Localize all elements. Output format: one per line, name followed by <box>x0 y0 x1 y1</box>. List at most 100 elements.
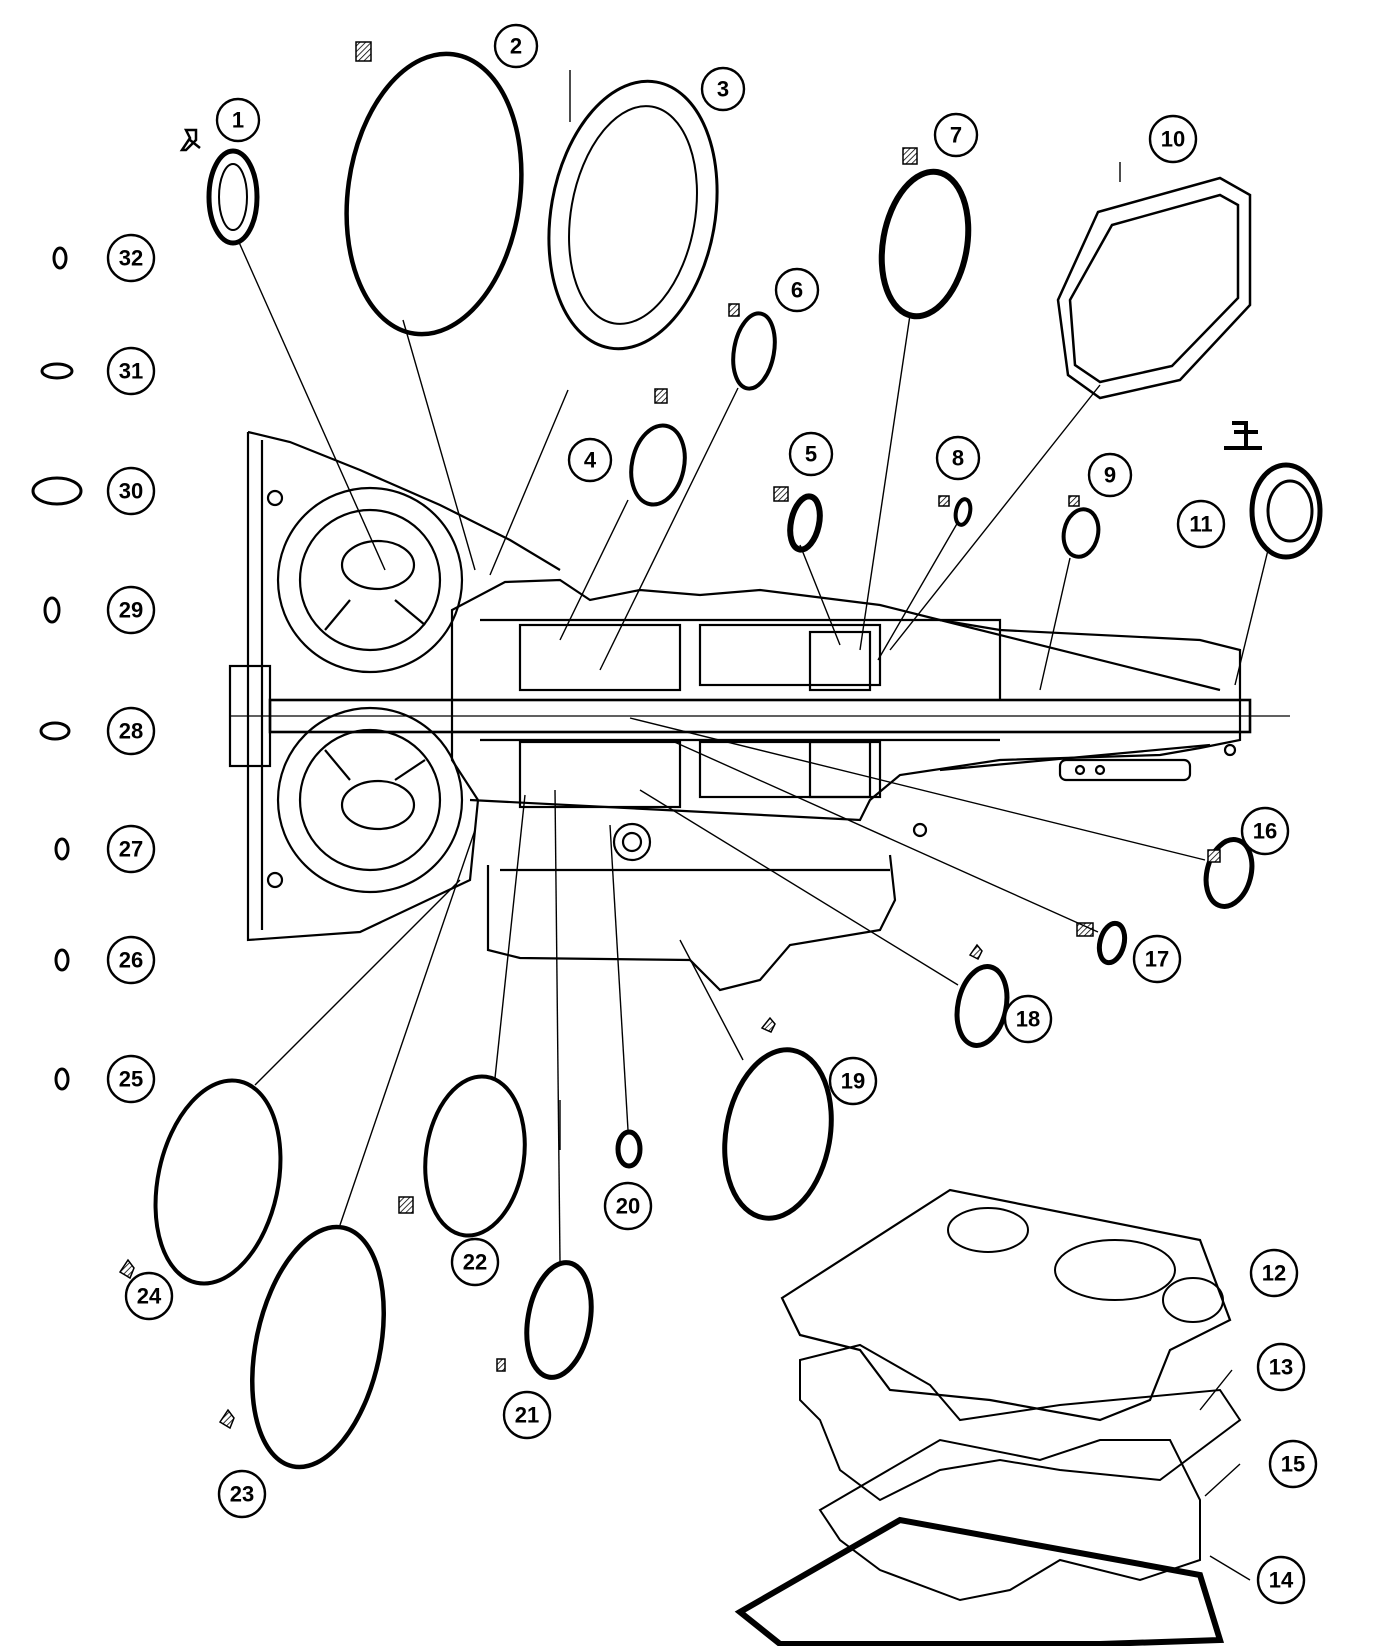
part-23-seal-ring <box>250 1224 386 1470</box>
part-6-seal-ring <box>731 311 777 391</box>
callout-label: 28 <box>119 719 143 744</box>
callout-24: 24 <box>124 1271 174 1321</box>
callout-18: 18 <box>1003 994 1053 1044</box>
lubricant-icon <box>218 1408 235 1430</box>
sealant-icon <box>938 495 950 507</box>
part-14-transfer-plate <box>818 1438 1201 1602</box>
callouts: 1 2 3 4 5 6 7 8 9 10 11 12 13 14 15 16 1… <box>106 23 1318 1605</box>
callout-label: 32 <box>119 246 143 271</box>
callout-label: 21 <box>515 1403 539 1428</box>
part-27-o-ring <box>54 837 70 861</box>
sealant-icon <box>728 303 740 317</box>
sealant-icon <box>1076 922 1094 937</box>
part-13-gasket-plate <box>799 1343 1242 1502</box>
callout-label: 7 <box>950 123 962 148</box>
symbols <box>118 41 1262 1430</box>
plate-hole <box>947 1207 1029 1253</box>
part-5-seal-ring <box>787 493 823 553</box>
leader-lines <box>237 70 1269 1581</box>
callout-label: 4 <box>584 448 597 473</box>
callout-label: 29 <box>119 598 143 623</box>
part-4-seal-ring <box>629 423 687 507</box>
part-10-gasket <box>1056 176 1252 400</box>
callout-label: 31 <box>119 359 143 384</box>
callout-label: 27 <box>119 837 143 862</box>
callout-14: 14 <box>1256 1555 1306 1605</box>
part-16-seal-ring <box>1203 837 1255 909</box>
part-17-seal-ring <box>1096 920 1128 966</box>
sealant-icon <box>902 147 918 165</box>
sealant-icon <box>773 486 789 502</box>
lubricant-icon <box>968 943 983 961</box>
callout-4: 4 <box>567 437 613 483</box>
part-8-seal-ring <box>953 497 973 527</box>
callout-23: 23 <box>217 1469 267 1519</box>
callout-label: 23 <box>230 1482 254 1507</box>
part-18-seal-ring <box>954 964 1010 1048</box>
callout-9: 9 <box>1087 452 1133 498</box>
callout-32: 32 <box>106 233 156 283</box>
part-15-oil-pan-gasket <box>734 1516 1225 1646</box>
seal-tool-icon <box>1224 421 1262 450</box>
callout-19: 19 <box>828 1056 878 1106</box>
part-30-o-ring <box>31 476 83 506</box>
plate-hole <box>1162 1277 1224 1323</box>
plate-hole <box>1054 1239 1176 1301</box>
callout-21: 21 <box>502 1390 552 1440</box>
callout-label: 26 <box>119 948 143 973</box>
callout-3: 3 <box>700 66 746 112</box>
part-29-o-ring <box>43 596 61 624</box>
callout-20: 20 <box>603 1181 653 1231</box>
callout-17: 17 <box>1132 934 1182 984</box>
callout-13: 13 <box>1256 1342 1306 1392</box>
callout-26: 26 <box>106 935 156 985</box>
callout-label: 5 <box>805 442 817 467</box>
part-22-seal-ring <box>423 1074 527 1238</box>
callout-label: 1 <box>232 108 244 133</box>
callout-2: 2 <box>493 23 539 69</box>
part-31-o-ring <box>40 362 74 380</box>
part-2-o-ring <box>344 51 524 337</box>
part-26-o-ring <box>54 948 70 972</box>
callout-label: 18 <box>1016 1007 1040 1032</box>
callout-15: 15 <box>1268 1439 1318 1489</box>
part-11-extension-seal <box>1249 462 1323 560</box>
sealant-icon <box>496 1358 506 1372</box>
part-32-o-ring <box>52 246 68 270</box>
callout-12: 12 <box>1249 1248 1299 1298</box>
part-9-seal-ring <box>1061 507 1101 559</box>
part-25-o-ring <box>54 1067 70 1091</box>
callout-label: 13 <box>1269 1355 1293 1380</box>
callout-29: 29 <box>106 585 156 635</box>
callout-label: 30 <box>119 479 143 504</box>
callout-11: 11 <box>1176 499 1226 549</box>
part-19-seal-ring <box>722 1047 834 1221</box>
callout-label: 20 <box>616 1194 640 1219</box>
callout-label: 25 <box>119 1067 143 1092</box>
parts <box>31 51 1323 1646</box>
callout-27: 27 <box>106 824 156 874</box>
callout-label: 17 <box>1145 947 1169 972</box>
callout-22: 22 <box>450 1237 500 1287</box>
transmission-assembly <box>228 430 1290 992</box>
part-24-seal-ring <box>153 1078 283 1286</box>
callout-label: 6 <box>791 278 803 303</box>
part-20-seal-ring <box>615 1129 643 1169</box>
callout-6: 6 <box>774 267 820 313</box>
callout-label: 19 <box>841 1069 865 1094</box>
callout-31: 31 <box>106 346 156 396</box>
callout-label: 12 <box>1262 1261 1286 1286</box>
callout-label: 9 <box>1104 463 1116 488</box>
callout-8: 8 <box>935 435 981 481</box>
callout-5: 5 <box>788 431 834 477</box>
callout-label: 2 <box>510 34 522 59</box>
seal-tool-icon <box>179 128 201 152</box>
callout-label: 16 <box>1253 819 1277 844</box>
callout-1: 1 <box>215 97 261 143</box>
callout-label: 3 <box>717 77 729 102</box>
callout-10: 10 <box>1148 114 1198 164</box>
lubricant-icon <box>760 1016 776 1033</box>
callout-7: 7 <box>933 112 979 158</box>
callout-label: 8 <box>952 446 964 471</box>
